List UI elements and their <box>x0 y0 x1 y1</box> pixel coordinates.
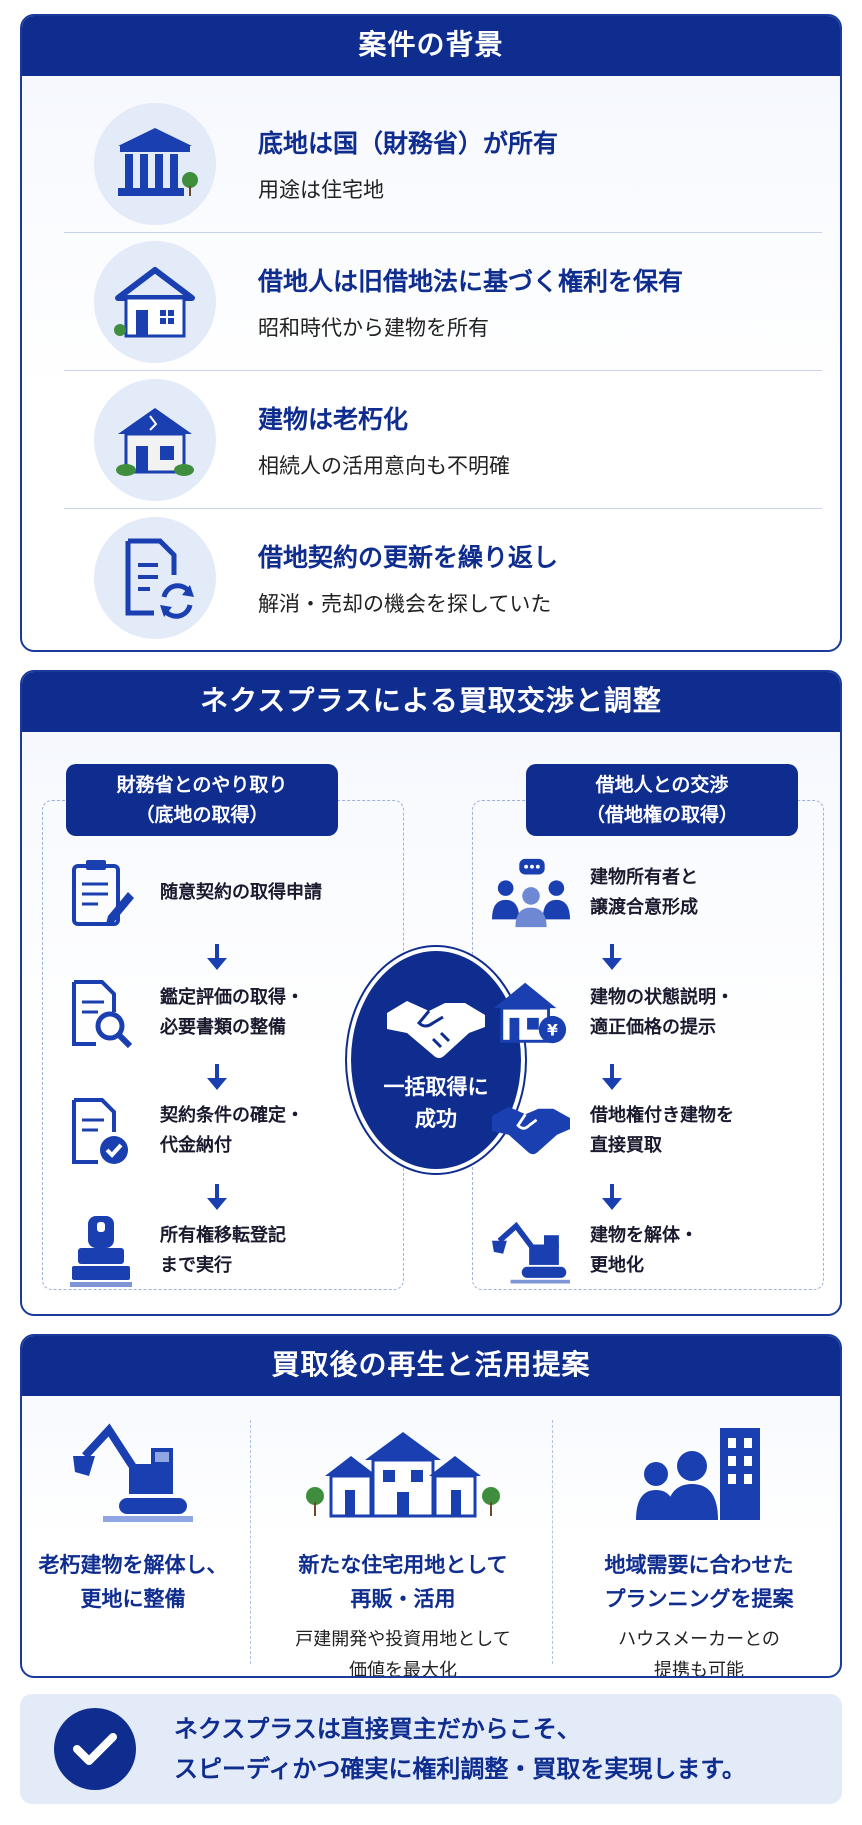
step-text: 借地権付き建物を <box>590 1105 734 1126</box>
step-text: 更地化 <box>590 1255 644 1276</box>
footer-text: ネクスプラスは直接買主だからこそ、 <box>174 1715 581 1743</box>
row-heading: 底地は国（財務省）が所有 <box>258 129 559 158</box>
svg-text:¥: ¥ <box>547 1021 558 1039</box>
after-heading: 新たな住宅用地として <box>298 1553 508 1577</box>
left-header-line: （底地の取得） <box>135 804 269 826</box>
check-icon <box>54 1708 136 1790</box>
right-step: 建物所有者と 譲渡合意形成 <box>492 854 698 932</box>
people-building-icon <box>568 1414 830 1524</box>
after-column: 新たな住宅用地として 再販・活用 戸建開発や投資用地として 価値を最大化 <box>272 1414 534 1678</box>
after-card: 買取後の再生と活用提案 老朽建物を解体し、 更地に整備 <box>20 1334 842 1678</box>
house-yen-icon: ¥ <box>492 974 570 1052</box>
houses-icon <box>272 1414 534 1524</box>
document-search-icon <box>62 974 140 1052</box>
people-chat-icon <box>492 854 570 932</box>
row-divider <box>64 508 822 509</box>
step-text: 建物を解体・ <box>590 1225 698 1246</box>
background-row: 底地は国（財務省）が所有 用途は住宅地 <box>62 96 822 232</box>
document-renew-icon <box>94 517 216 639</box>
clipboard-pen-icon <box>62 854 140 932</box>
background-row: 借地契約の更新を繰り返し 解消・売却の機会を探していた <box>62 510 822 646</box>
after-column: 老朽建物を解体し、 更地に整備 <box>22 1414 264 1616</box>
down-arrow-icon <box>602 944 622 970</box>
after-heading: 更地に整備 <box>80 1587 186 1611</box>
step-text: 代金納付 <box>160 1135 232 1156</box>
right-column-header: 借地人との交渉 （借地権の取得） <box>526 764 798 836</box>
after-sub: 戸建開発や投資用地として <box>295 1629 511 1650</box>
left-step: 随意契約の取得申請 <box>62 854 322 932</box>
house-icon <box>94 241 216 363</box>
document-check-icon <box>62 1092 140 1170</box>
step-text: 随意契約の取得申請 <box>160 882 322 903</box>
step-text: 譲渡合意形成 <box>590 897 698 918</box>
left-header-line: 財務省とのやり取り <box>116 774 288 796</box>
after-sub: 提携も可能 <box>654 1660 744 1678</box>
excavator-icon <box>492 1212 570 1290</box>
background-row: 借地人は旧借地法に基づく権利を保有 昭和時代から建物を所有 <box>62 234 822 370</box>
footer-banner: ネクスプラスは直接買主だからこそ、 スピーディかつ確実に権利調整・買取を実現しま… <box>20 1694 842 1804</box>
step-text: まで実行 <box>160 1255 232 1276</box>
down-arrow-icon <box>207 1064 227 1090</box>
success-badge: 一括取得に 成功 <box>347 947 525 1173</box>
right-step: 借地権付き建物を 直接買取 <box>492 1092 734 1170</box>
step-text: 適正価格の提示 <box>590 1017 716 1038</box>
down-arrow-icon <box>207 944 227 970</box>
after-column: 地域需要に合わせた プランニングを提案 ハウスメーカーとの 提携も可能 <box>568 1414 830 1678</box>
column-divider <box>250 1420 251 1664</box>
row-divider <box>64 232 822 233</box>
step-text: 契約条件の確定・ <box>160 1105 304 1126</box>
negotiation-card: ネクスプラスによる買取交渉と調整 財務省とのやり取り （底地の取得） 借地人との… <box>20 670 842 1316</box>
row-divider <box>64 370 822 371</box>
down-arrow-icon <box>602 1064 622 1090</box>
background-card: 案件の背景 底地は国（財務省）が所有 用途は住宅地 <box>20 14 842 652</box>
background-title: 案件の背景 <box>22 16 840 76</box>
success-text: 一括取得に <box>383 1075 489 1099</box>
step-text: 建物の状態説明・ <box>590 987 734 1008</box>
down-arrow-icon <box>207 1184 227 1210</box>
government-building-icon <box>94 103 216 225</box>
seal-stamp-icon <box>62 1212 140 1290</box>
row-sub: 相続人の活用意向も不明確 <box>258 454 510 478</box>
damaged-house-icon <box>94 379 216 501</box>
down-arrow-icon <box>602 1184 622 1210</box>
step-text: 直接買取 <box>590 1135 662 1156</box>
row-sub: 昭和時代から建物を所有 <box>258 316 489 340</box>
column-divider <box>552 1420 553 1664</box>
step-text: 所有権移転登記 <box>160 1225 286 1246</box>
right-header-line: 借地人との交渉 <box>595 774 729 796</box>
step-text: 必要書類の整備 <box>160 1017 286 1038</box>
after-heading: 再販・活用 <box>350 1587 456 1611</box>
step-text: 鑑定評価の取得・ <box>160 987 304 1008</box>
after-sub: ハウスメーカーとの <box>618 1629 780 1650</box>
after-heading: 地域需要に合わせた <box>604 1553 794 1577</box>
after-title: 買取後の再生と活用提案 <box>22 1336 840 1396</box>
right-step: ¥ 建物の状態説明・ 適正価格の提示 <box>492 974 734 1052</box>
row-sub: 用途は住宅地 <box>258 178 384 202</box>
left-column-header: 財務省とのやり取り （底地の取得） <box>66 764 338 836</box>
excavator-icon <box>22 1414 264 1524</box>
after-sub: 価値を最大化 <box>349 1660 457 1678</box>
left-step: 所有権移転登記 まで実行 <box>62 1212 286 1290</box>
handshake-icon <box>387 1001 485 1058</box>
background-row: 建物は老朽化 相続人の活用意向も不明確 <box>62 372 822 508</box>
handshake-icon <box>492 1092 570 1170</box>
row-sub: 解消・売却の機会を探していた <box>258 592 552 616</box>
negotiation-title: ネクスプラスによる買取交渉と調整 <box>22 672 840 732</box>
right-header-line: （借地権の取得） <box>585 804 738 826</box>
row-heading: 建物は老朽化 <box>258 405 409 434</box>
left-step: 契約条件の確定・ 代金納付 <box>62 1092 304 1170</box>
after-heading: 老朽建物を解体し、 <box>38 1553 228 1577</box>
after-heading: プランニングを提案 <box>604 1587 794 1611</box>
left-step: 鑑定評価の取得・ 必要書類の整備 <box>62 974 304 1052</box>
step-text: 建物所有者と <box>590 867 698 888</box>
success-text: 成功 <box>415 1107 457 1131</box>
footer-text: スピーディかつ確実に権利調整・買取を実現します。 <box>174 1755 746 1783</box>
right-step: 建物を解体・ 更地化 <box>492 1212 698 1290</box>
row-heading: 借地契約の更新を繰り返し <box>258 543 559 572</box>
row-heading: 借地人は旧借地法に基づく権利を保有 <box>258 267 684 296</box>
